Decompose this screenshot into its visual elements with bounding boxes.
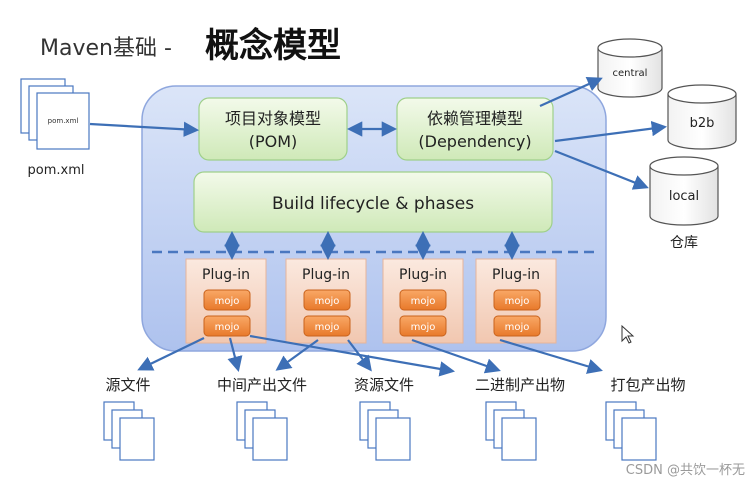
title-prefix: Maven基础 -: [40, 36, 172, 61]
b2b-repository-icon: b2b: [667, 84, 737, 150]
plugin-box: Plug-in mojo mojo: [285, 258, 367, 344]
watermark: CSDN @共饮一杯无: [626, 463, 745, 478]
output-label: 二进制产出物: [475, 376, 565, 394]
pom-file-caption: pom.xml: [28, 163, 85, 178]
plugin-box: Plug-in mojo mojo: [475, 258, 557, 344]
output-arrow: [275, 339, 319, 371]
pom-to-model-arrow: [89, 121, 200, 137]
output-label: 源文件: [105, 376, 150, 394]
to-central-arrow: [539, 77, 603, 108]
mojo-badge: [203, 315, 251, 337]
b2b-repository-label: b2b: [690, 116, 715, 131]
mojo-badge: [303, 315, 351, 337]
mojo-badge: [493, 289, 541, 311]
document-stack-icon: [103, 401, 155, 461]
dependency-model-subtitle: (Dependency): [418, 132, 531, 151]
build-lifecycle-box: [193, 171, 553, 233]
output-arrow: [137, 337, 205, 371]
to-b2b-arrow: [554, 120, 668, 143]
repository-caption: 仓库: [670, 235, 698, 251]
mojo-label: mojo: [411, 322, 436, 333]
mojo-badge: [203, 289, 251, 311]
document-stack-icon: [485, 401, 537, 461]
plugin-label: Plug-in: [492, 267, 540, 283]
output-label: 中间产出文件: [217, 376, 307, 394]
local-repository-icon: local: [649, 156, 719, 226]
mojo-label: mojo: [315, 322, 340, 333]
output-arrow: [411, 338, 501, 374]
plugin-label: Plug-in: [302, 267, 350, 283]
page-title: 概念模型: [205, 26, 341, 66]
output-arrow: [499, 338, 603, 374]
mojo-label: mojo: [411, 296, 436, 307]
plugin-label: Plug-in: [399, 267, 447, 283]
pom-model-title: 项目对象模型: [225, 109, 321, 128]
pom-file-icon: pom.xml: [20, 78, 90, 150]
mojo-badge: [303, 289, 351, 311]
to-local-arrow: [554, 149, 649, 190]
output-arrow: [347, 339, 372, 372]
plugin-label: Plug-in: [202, 267, 250, 283]
pom-doc-label: pom.xml: [48, 117, 79, 125]
output-arrow: [227, 337, 243, 372]
dependency-model-title: 依赖管理模型: [427, 109, 523, 128]
document-stack-icon: [605, 401, 657, 461]
pom-model-subtitle: (POM): [249, 132, 298, 151]
mojo-badge: [399, 315, 447, 337]
document-stack-icon: [359, 401, 411, 461]
mojo-label: mojo: [215, 322, 240, 333]
mojo-badge: [399, 289, 447, 311]
output-label: 打包产出物: [610, 376, 685, 394]
mojo-label: mojo: [215, 296, 240, 307]
plugin-box: Plug-in mojo mojo: [185, 258, 267, 344]
connector-arrows: [89, 77, 668, 377]
mojo-badge: [493, 315, 541, 337]
mojo-label: mojo: [315, 296, 340, 307]
plugin-box: Plug-in mojo mojo: [382, 258, 464, 344]
central-repository-icon: central: [597, 38, 663, 98]
output-arrow: [249, 334, 456, 377]
build-lifecycle-label: Build lifecycle & phases: [272, 194, 474, 214]
mojo-label: mojo: [505, 296, 530, 307]
output-label: 资源文件: [354, 376, 414, 394]
document-stack-icon: [236, 401, 288, 461]
local-repository-label: local: [669, 189, 699, 204]
mojo-label: mojo: [505, 322, 530, 333]
mouse-pointer-icon: [621, 324, 635, 344]
central-repository-label: central: [613, 68, 648, 79]
